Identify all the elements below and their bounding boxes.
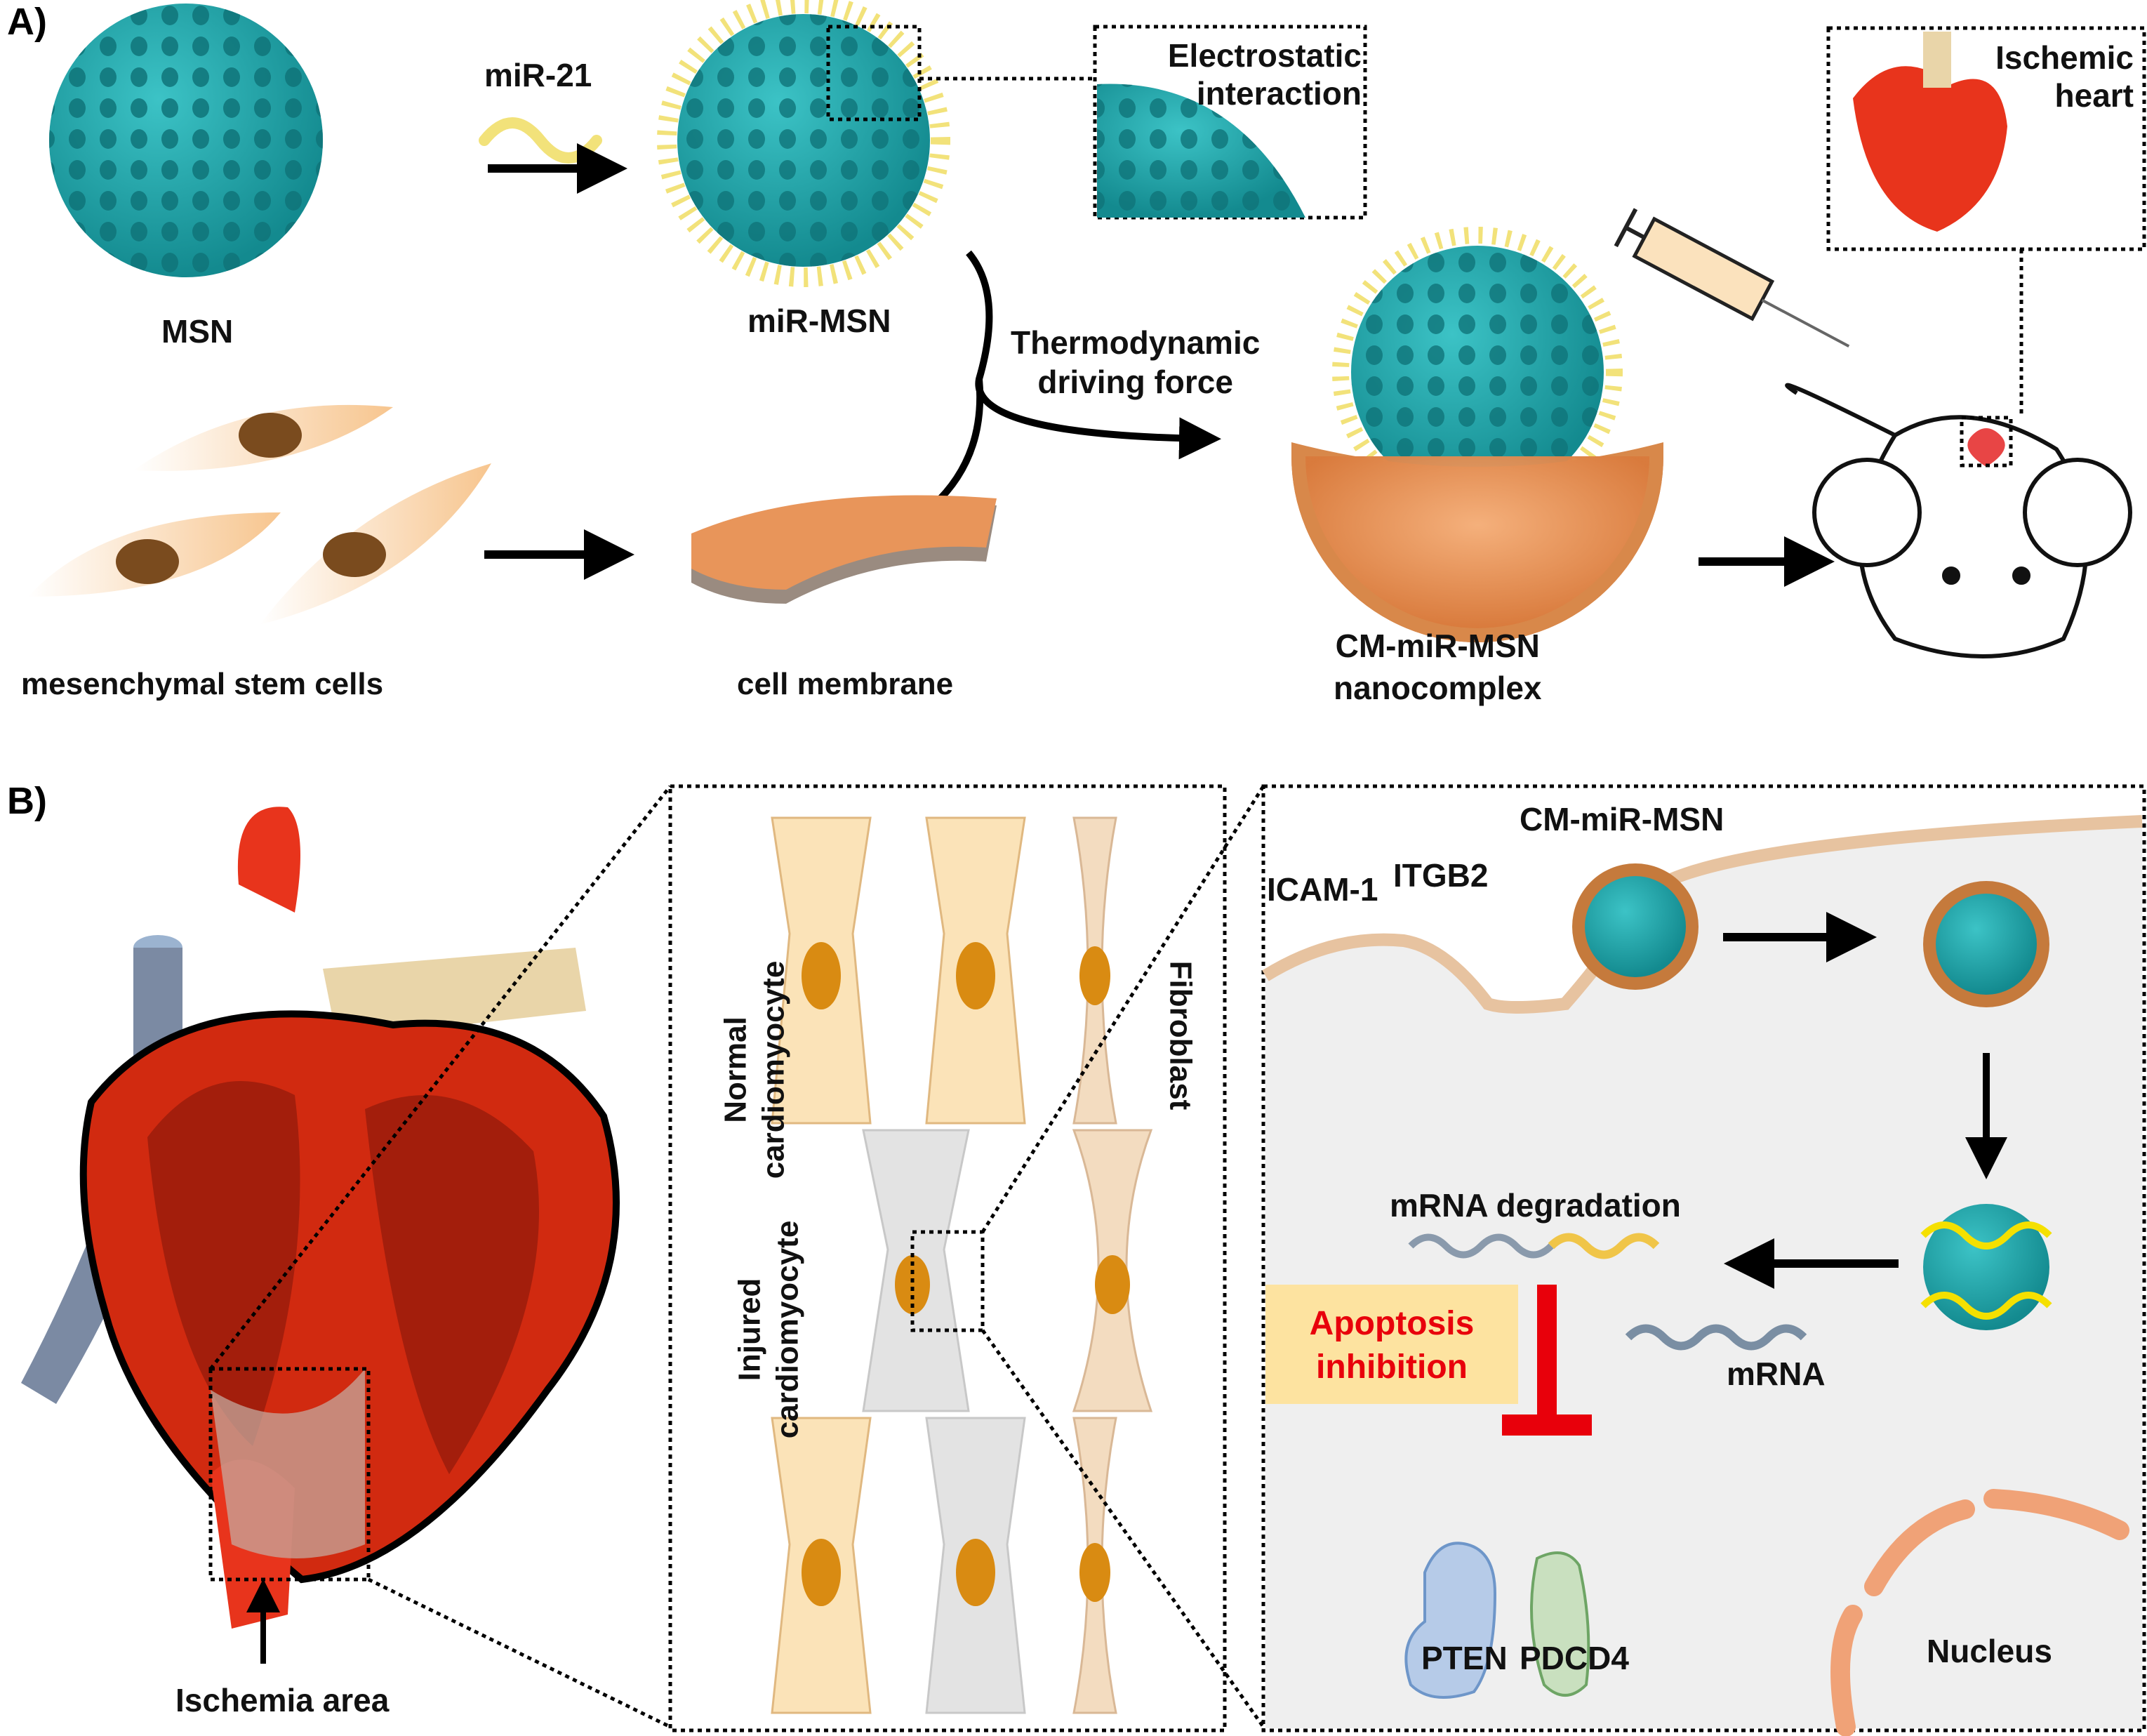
label-cell-membrane: cell membrane bbox=[737, 667, 954, 701]
cell-mechanism-inset bbox=[1261, 784, 2146, 1736]
label-mrna-degradation: mRNA degradation bbox=[1390, 1187, 1681, 1224]
label-ischemic-heart: Ischemic heart bbox=[1995, 39, 2134, 114]
label-apoptosis-inhibition: Apoptosis inhibition bbox=[1309, 1305, 1475, 1386]
label-fibroblast: Fibroblast bbox=[1163, 960, 1198, 1111]
label-electrostatic: Electrostatic interaction bbox=[1167, 37, 1362, 112]
mirna-strand-icon bbox=[479, 117, 602, 164]
mouse-icon bbox=[1785, 383, 2132, 658]
label-itgb2: ITGB2 bbox=[1393, 857, 1489, 894]
panel-label-b: B) bbox=[7, 780, 47, 822]
cell-membrane-icon bbox=[691, 495, 997, 604]
label-msc: mesenchymal stem cells bbox=[21, 667, 384, 701]
mir-msn-particle-icon bbox=[657, 0, 950, 287]
electrostatic-inset bbox=[1093, 25, 1367, 220]
label-cm-mir-msn: CM-miR-MSN bbox=[1520, 801, 1724, 837]
cm-mir-msn-nanocomplex-icon bbox=[1291, 227, 1663, 642]
label-mir-msn: miR-MSN bbox=[747, 303, 891, 339]
label-ischemia-area: Ischemia area bbox=[175, 1682, 390, 1718]
label-normal-cardiomyocyte: Normal cardiomyocyte bbox=[718, 960, 791, 1179]
syringe-icon bbox=[1614, 208, 1850, 348]
label-msn: MSN bbox=[161, 313, 234, 350]
label-pdcd4: PDCD4 bbox=[1520, 1640, 1629, 1676]
label-mrna: mRNA bbox=[1727, 1356, 1826, 1392]
label-injured-cardiomyocyte: Injured cardiomyocyte bbox=[732, 1220, 805, 1439]
label-pten: PTEN bbox=[1421, 1640, 1508, 1676]
label-mir21: miR-21 bbox=[484, 57, 592, 93]
inhibition-symbol bbox=[1502, 1285, 1592, 1436]
ischemic-heart-inset bbox=[1826, 26, 2146, 251]
panel-label-a: A) bbox=[7, 1, 47, 43]
label-thermodynamic: Thermodynamic driving force bbox=[1011, 324, 1261, 400]
label-cm-mir-msn-nanocomplex: CM-miR-MSN nanocomplex bbox=[1334, 628, 1542, 706]
mesenchymal-stem-cells-icon bbox=[28, 404, 491, 625]
apoptosis-box bbox=[1265, 1285, 1518, 1404]
msn-particle-icon bbox=[49, 4, 323, 277]
tissue-inset bbox=[668, 784, 1227, 1732]
zoom-box-small bbox=[826, 25, 922, 121]
ischemia-zoom-box bbox=[208, 1367, 371, 1582]
label-icam1: ICAM-1 bbox=[1267, 871, 1378, 908]
heart-illustration bbox=[21, 807, 620, 1629]
label-nucleus: Nucleus bbox=[1927, 1633, 2052, 1669]
